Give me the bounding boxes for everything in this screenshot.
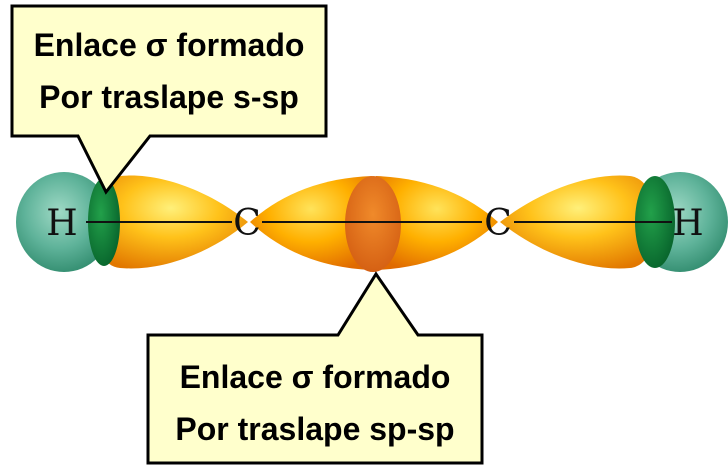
atom-label-hydrogen-right: H bbox=[672, 203, 703, 244]
callout-top-box bbox=[10, 4, 328, 195]
hydrogen-orbital-left bbox=[16, 172, 112, 272]
callout-bottom-line1: Enlace σ formado bbox=[180, 359, 451, 395]
atom-label-hydrogen-left: H bbox=[46, 203, 77, 244]
callout-bottom-line2: Por traslape sp-sp bbox=[175, 411, 454, 447]
callout-top-line1: Enlace σ formado bbox=[34, 27, 305, 63]
atom-label-carbon-right: C bbox=[484, 203, 512, 244]
atom-label-carbon-left: C bbox=[233, 203, 261, 244]
callout-top-line2: Por traslape s-sp bbox=[39, 79, 299, 115]
callout-bottom-box bbox=[146, 271, 484, 465]
sp-sp-overlap-center bbox=[345, 176, 401, 272]
